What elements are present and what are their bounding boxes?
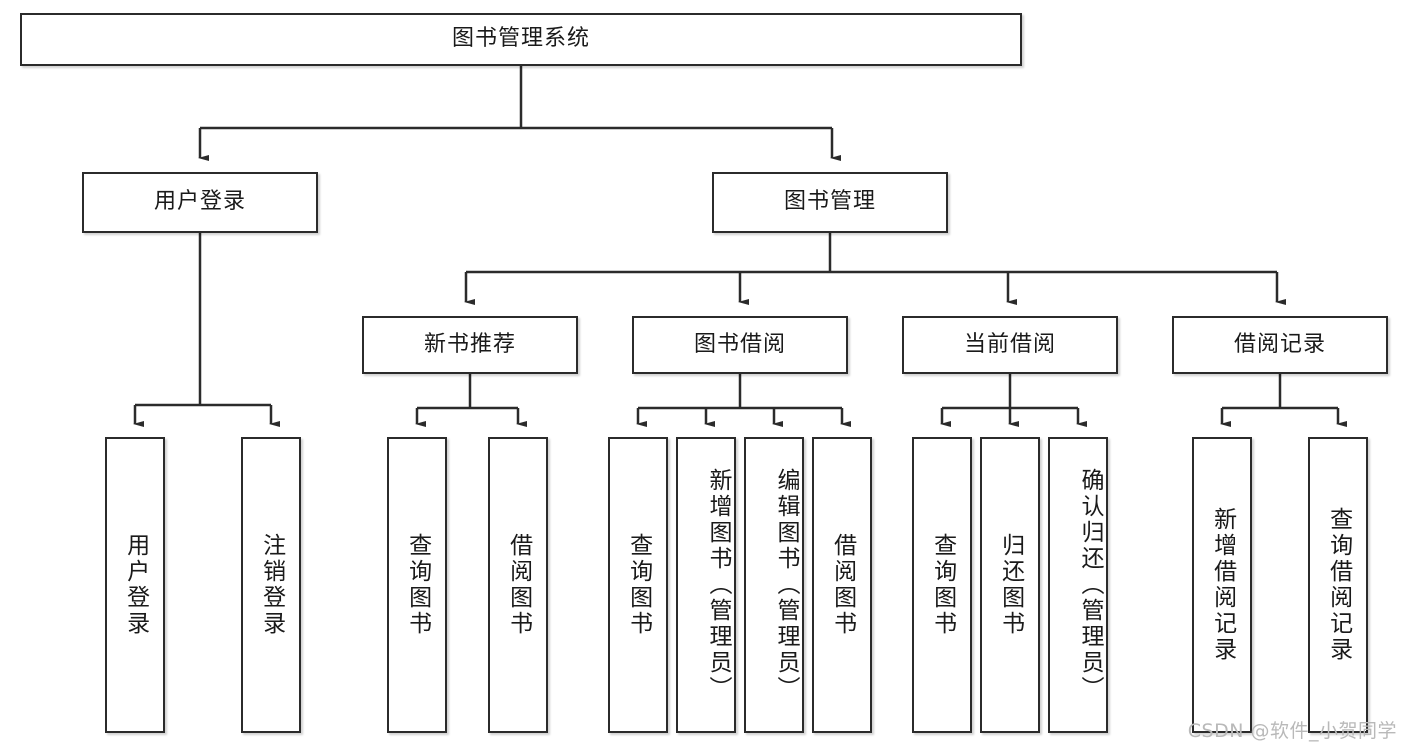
node-current-borrow-label: 当前借阅 bbox=[963, 331, 1056, 357]
node-book-management[interactable]: 图书管理 bbox=[712, 172, 948, 233]
node-leaf-query-book-3-label: 查询图书 bbox=[929, 533, 956, 637]
node-leaf-query-book-3[interactable]: 查询图书 bbox=[912, 437, 972, 733]
watermark-text: CSDN @软件_小贺同学 bbox=[1187, 720, 1397, 742]
node-leaf-edit-book-label: 编辑图书（管理员） bbox=[773, 468, 799, 702]
node-leaf-borrow-book-2-label: 借阅图书 bbox=[829, 533, 856, 637]
node-current-borrow[interactable]: 当前借阅 bbox=[902, 316, 1118, 374]
node-book-borrow[interactable]: 图书借阅 bbox=[632, 316, 848, 374]
node-leaf-edit-book[interactable]: 编辑图书（管理员） bbox=[744, 437, 804, 733]
node-leaf-user-login-label: 用户登录 bbox=[122, 533, 149, 637]
node-book-management-label: 图书管理 bbox=[783, 189, 876, 215]
node-leaf-logout-label: 注销登录 bbox=[258, 533, 285, 637]
node-new-book-recommend[interactable]: 新书推荐 bbox=[362, 316, 578, 374]
node-borrow-record[interactable]: 借阅记录 bbox=[1172, 316, 1388, 374]
node-leaf-query-book-2[interactable]: 查询图书 bbox=[608, 437, 668, 733]
node-root-label: 图书管理系统 bbox=[451, 26, 590, 52]
node-leaf-add-book[interactable]: 新增图书（管理员） bbox=[676, 437, 736, 733]
node-leaf-borrow-book-1-label: 借阅图书 bbox=[505, 533, 532, 637]
node-leaf-return-book-label: 归还图书 bbox=[997, 533, 1024, 637]
node-leaf-add-book-label: 新增图书（管理员） bbox=[705, 468, 731, 702]
node-leaf-logout[interactable]: 注销登录 bbox=[241, 437, 301, 733]
node-leaf-query-book-2-label: 查询图书 bbox=[625, 533, 652, 637]
node-new-book-recommend-label: 新书推荐 bbox=[423, 331, 516, 357]
node-leaf-borrow-book-1[interactable]: 借阅图书 bbox=[488, 437, 548, 733]
node-leaf-confirm-return[interactable]: 确认归还（管理员） bbox=[1048, 437, 1108, 733]
node-leaf-query-book-1[interactable]: 查询图书 bbox=[387, 437, 447, 733]
node-borrow-record-label: 借阅记录 bbox=[1233, 331, 1326, 357]
node-leaf-query-book-1-label: 查询图书 bbox=[404, 533, 431, 637]
node-user-login-label: 用户登录 bbox=[153, 189, 246, 215]
node-leaf-add-record[interactable]: 新增借阅记录 bbox=[1192, 437, 1252, 733]
node-leaf-query-record-label: 查询借阅记录 bbox=[1325, 507, 1352, 663]
node-leaf-confirm-return-label: 确认归还（管理员） bbox=[1077, 468, 1103, 702]
node-root[interactable]: 图书管理系统 bbox=[20, 13, 1022, 66]
node-user-login[interactable]: 用户登录 bbox=[82, 172, 318, 233]
node-book-borrow-label: 图书借阅 bbox=[693, 331, 786, 357]
node-leaf-return-book[interactable]: 归还图书 bbox=[980, 437, 1040, 733]
node-leaf-add-record-label: 新增借阅记录 bbox=[1209, 507, 1236, 663]
node-leaf-user-login[interactable]: 用户登录 bbox=[105, 437, 165, 733]
node-leaf-borrow-book-2[interactable]: 借阅图书 bbox=[812, 437, 872, 733]
node-leaf-query-record[interactable]: 查询借阅记录 bbox=[1308, 437, 1368, 733]
